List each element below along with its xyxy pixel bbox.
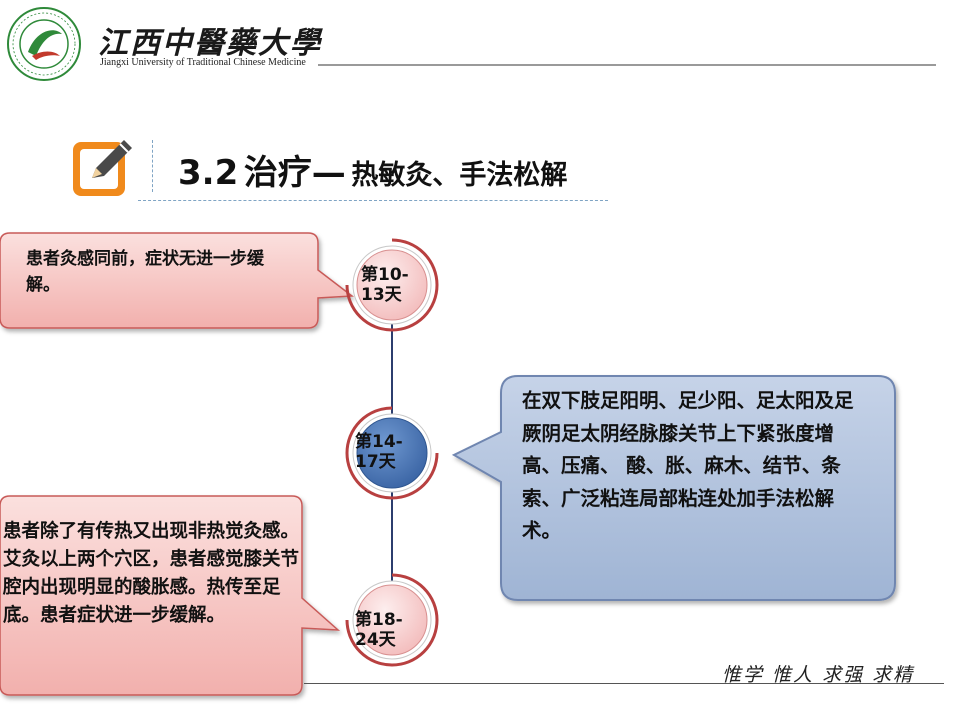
callout-stage3-shape bbox=[0, 495, 341, 696]
stage-marker-1 bbox=[345, 238, 439, 332]
header-divider bbox=[318, 64, 936, 66]
callout-stage1-text: 患者灸感同前，症状无进一步缓解。 bbox=[26, 249, 264, 295]
callout-stage1-shape bbox=[0, 232, 355, 329]
university-motto: 惟学 惟人 求强 求精 bbox=[722, 664, 915, 686]
title-subtitle: 热敏灸、手法松解 bbox=[351, 160, 568, 191]
stage-label-3: 第18- 24天 bbox=[355, 610, 403, 650]
stage-label-1: 第10- 13天 bbox=[361, 265, 409, 305]
callout-stage2-text: 在双下肢足阳明、足少阳、足太阳及足厥阴足太阴经脉膝关节上下紧张度增高、压痛、 酸… bbox=[522, 389, 854, 542]
stage-label-2: 第14- 17天 bbox=[355, 432, 403, 472]
callout-stage3-text: 患者除了有传热又出现非热觉灸感。艾灸以上两个穴区，患者感觉膝关节腔内出现明显的酸… bbox=[3, 521, 300, 626]
title-main-text: 治疗— bbox=[243, 153, 346, 193]
university-name-en: Jiangxi University of Traditional Chines… bbox=[100, 57, 306, 68]
title-number: 3.2 bbox=[178, 153, 239, 193]
stage-marker-2 bbox=[345, 406, 439, 500]
university-logo bbox=[6, 6, 82, 82]
title-divider bbox=[152, 140, 153, 192]
stage-marker-3 bbox=[345, 573, 439, 667]
university-name-cn: 江西中醫藥大學 bbox=[98, 26, 322, 61]
callout-stage2-shape bbox=[451, 375, 896, 601]
footer-divider bbox=[304, 683, 944, 684]
university-emblem-icon bbox=[7, 7, 81, 81]
page-title: 3.2 治疗— 热敏灸、手法松解 bbox=[178, 145, 567, 194]
title-underline bbox=[138, 200, 608, 201]
edit-pencil-icon bbox=[70, 134, 136, 200]
